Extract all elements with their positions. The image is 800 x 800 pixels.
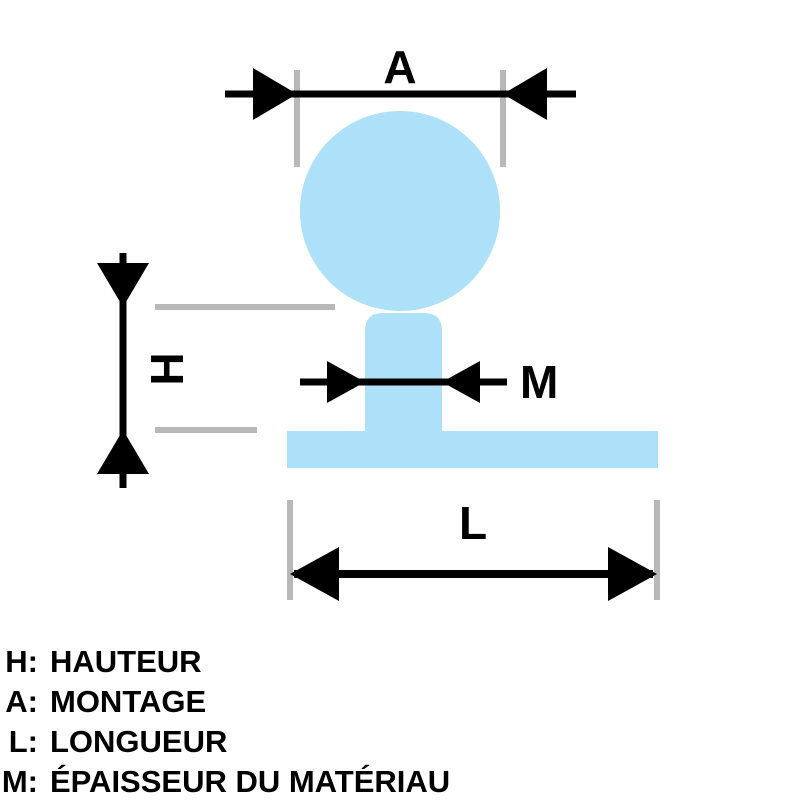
dimension-h-arrowhead-bottom xyxy=(97,430,149,474)
legend-key-m: M: xyxy=(2,764,38,799)
legend-label-h: HAUTEUR xyxy=(50,644,202,679)
ball-shape xyxy=(300,111,500,311)
dimension-l-arrowhead-right xyxy=(608,547,657,601)
legend-label-l: LONGUEUR xyxy=(50,724,227,759)
dimension-h-arrowhead-top xyxy=(97,263,149,307)
legend: H: HAUTEUR A: MONTAGE L: LONGUEUR M: ÉPA… xyxy=(2,644,450,799)
dimension-m-label: M xyxy=(520,356,558,408)
dimension-h-group: H xyxy=(97,253,335,488)
dimension-a-label: A xyxy=(383,41,416,93)
legend-item-m: M: ÉPAISSEUR DU MATÉRIAU xyxy=(2,764,450,799)
legend-item-h: H: HAUTEUR xyxy=(5,644,201,679)
legend-label-a: MONTAGE xyxy=(50,684,206,719)
legend-key-h: H: xyxy=(5,644,38,679)
legend-key-a: A: xyxy=(5,684,38,719)
dimension-m-arrowhead-right xyxy=(442,361,480,403)
legend-key-l: L: xyxy=(9,724,38,759)
legend-item-a: A: MONTAGE xyxy=(5,684,206,719)
dimension-h-label: H xyxy=(141,352,193,385)
dimension-l-label: L xyxy=(459,497,487,549)
legend-label-m: ÉPAISSEUR DU MATÉRIAU xyxy=(50,764,450,799)
dimension-m-arrowhead-left xyxy=(327,361,365,403)
base-plate-shape xyxy=(287,431,658,468)
dimension-a-group: A xyxy=(225,41,576,167)
dimension-l-arrowhead-left xyxy=(290,547,339,601)
dimension-m-group: M xyxy=(300,356,558,408)
dimension-a-arrowhead-left xyxy=(253,68,297,120)
dimension-a-arrowhead-right xyxy=(503,68,547,120)
neck-shape xyxy=(365,313,442,433)
legend-item-l: L: LONGUEUR xyxy=(9,724,228,759)
part-geometry xyxy=(287,111,658,468)
dimension-l-group: L xyxy=(287,497,660,601)
